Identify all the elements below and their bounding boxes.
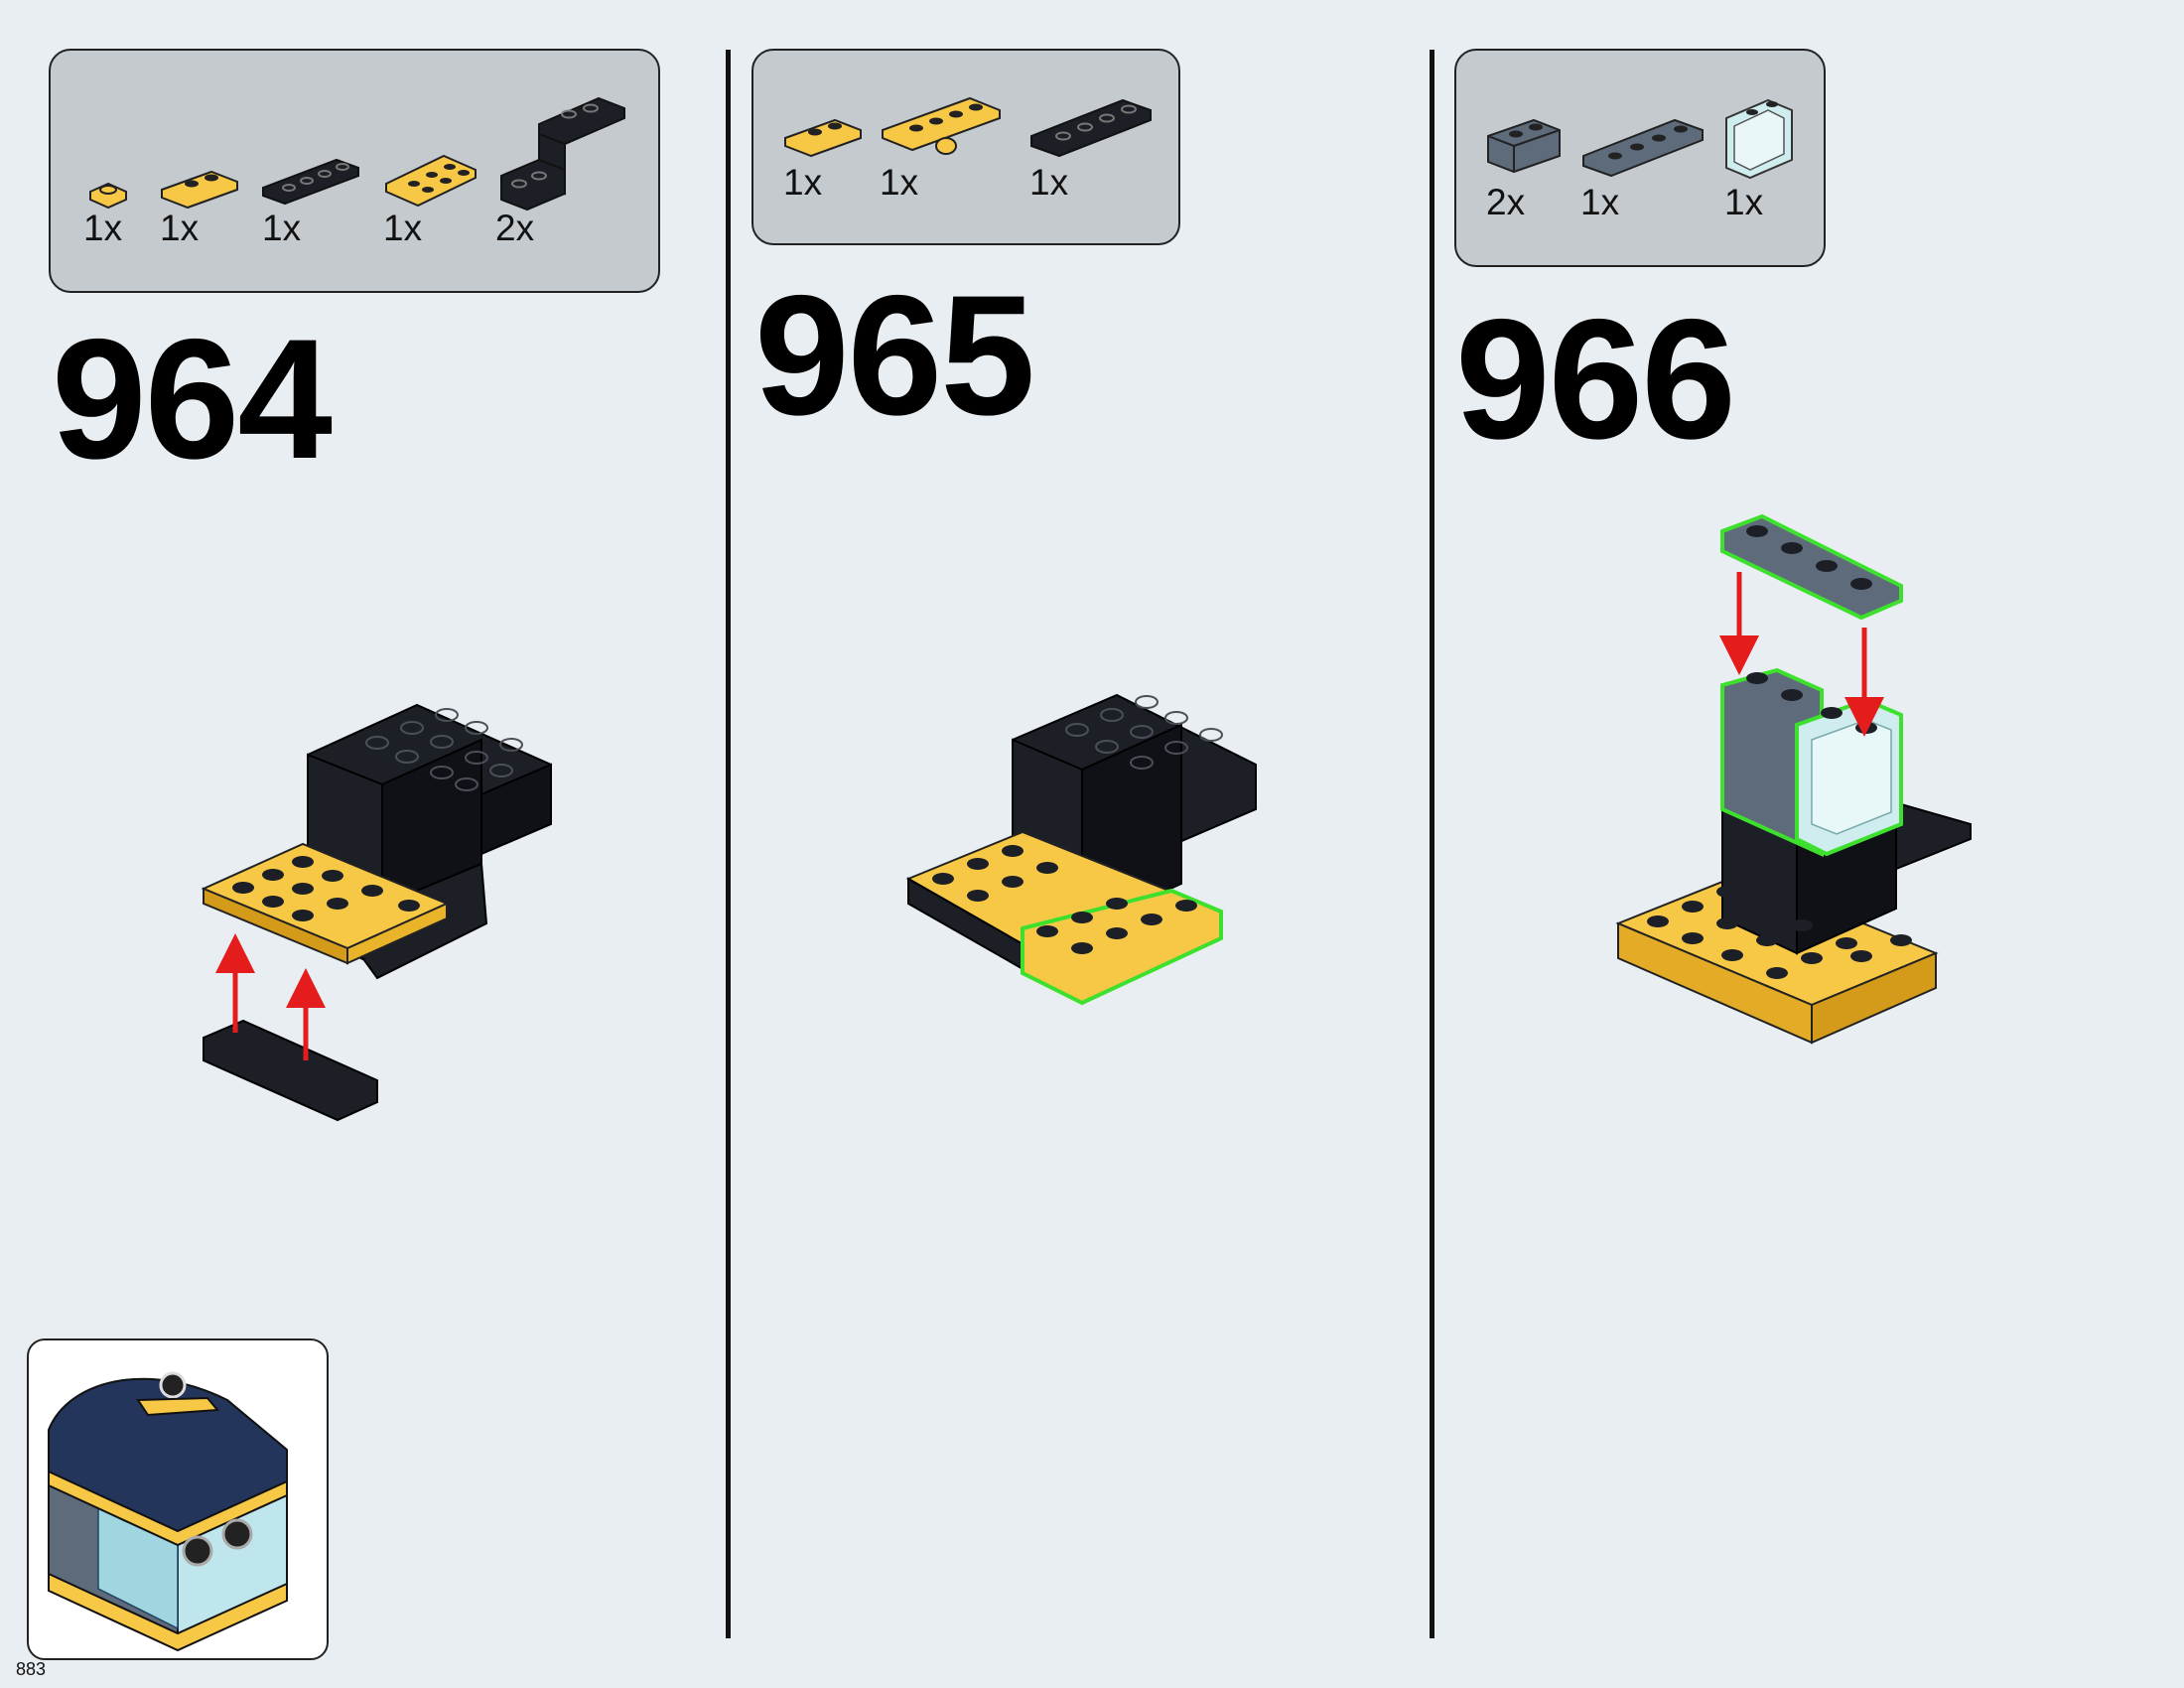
part-quantity: 1x <box>383 208 423 248</box>
yellow-plate-1x4-icon <box>882 96 1001 155</box>
part-quantity: 1x <box>262 208 302 248</box>
part-quantity: 1x <box>1724 182 1764 222</box>
column-divider <box>1430 50 1434 1638</box>
yellow-round-plate-1x1-icon <box>89 182 127 210</box>
black-plate-1x4-icon <box>262 158 359 206</box>
trans-clear-panel-icon <box>1725 98 1793 180</box>
yellow-plate-1x2-icon <box>161 170 238 210</box>
step-number: 965 <box>754 260 1035 451</box>
black-plate-1x4-icon <box>1030 98 1152 158</box>
part-quantity: 2x <box>1486 182 1526 222</box>
step-number: 966 <box>1455 284 1736 475</box>
parts-list-step-965: 1x 1x 1x <box>751 49 1180 245</box>
part-quantity: 1x <box>83 208 123 248</box>
step-965-model <box>905 693 1257 1006</box>
part-quantity: 2x <box>495 208 535 248</box>
part-quantity: 1x <box>880 162 919 203</box>
part-quantity: 1x <box>160 208 200 248</box>
page-number: 883 <box>16 1659 47 1679</box>
part-quantity: 1x <box>783 162 823 203</box>
parts-list-step-964: 1x 1x 1x 1x 2x <box>49 49 660 293</box>
column-divider <box>726 50 731 1638</box>
step-964-model <box>201 703 552 1122</box>
yellow-plate-1x2-icon <box>784 118 862 158</box>
yellow-plate-2x3-icon <box>385 154 477 208</box>
submodel-callout <box>27 1338 329 1660</box>
sand-blue-brick-1x2-icon <box>1487 118 1561 174</box>
parts-list-step-966: 2x 1x 1x <box>1454 49 1826 267</box>
black-bracket-icon <box>500 96 625 211</box>
part-quantity: 1x <box>1580 182 1620 222</box>
part-quantity: 1x <box>1029 162 1069 203</box>
finished-cabin-image <box>48 1371 288 1652</box>
step-number: 964 <box>52 304 333 494</box>
sand-blue-plate-1x4-icon <box>1582 118 1704 178</box>
step-966-model <box>1615 513 1972 1045</box>
